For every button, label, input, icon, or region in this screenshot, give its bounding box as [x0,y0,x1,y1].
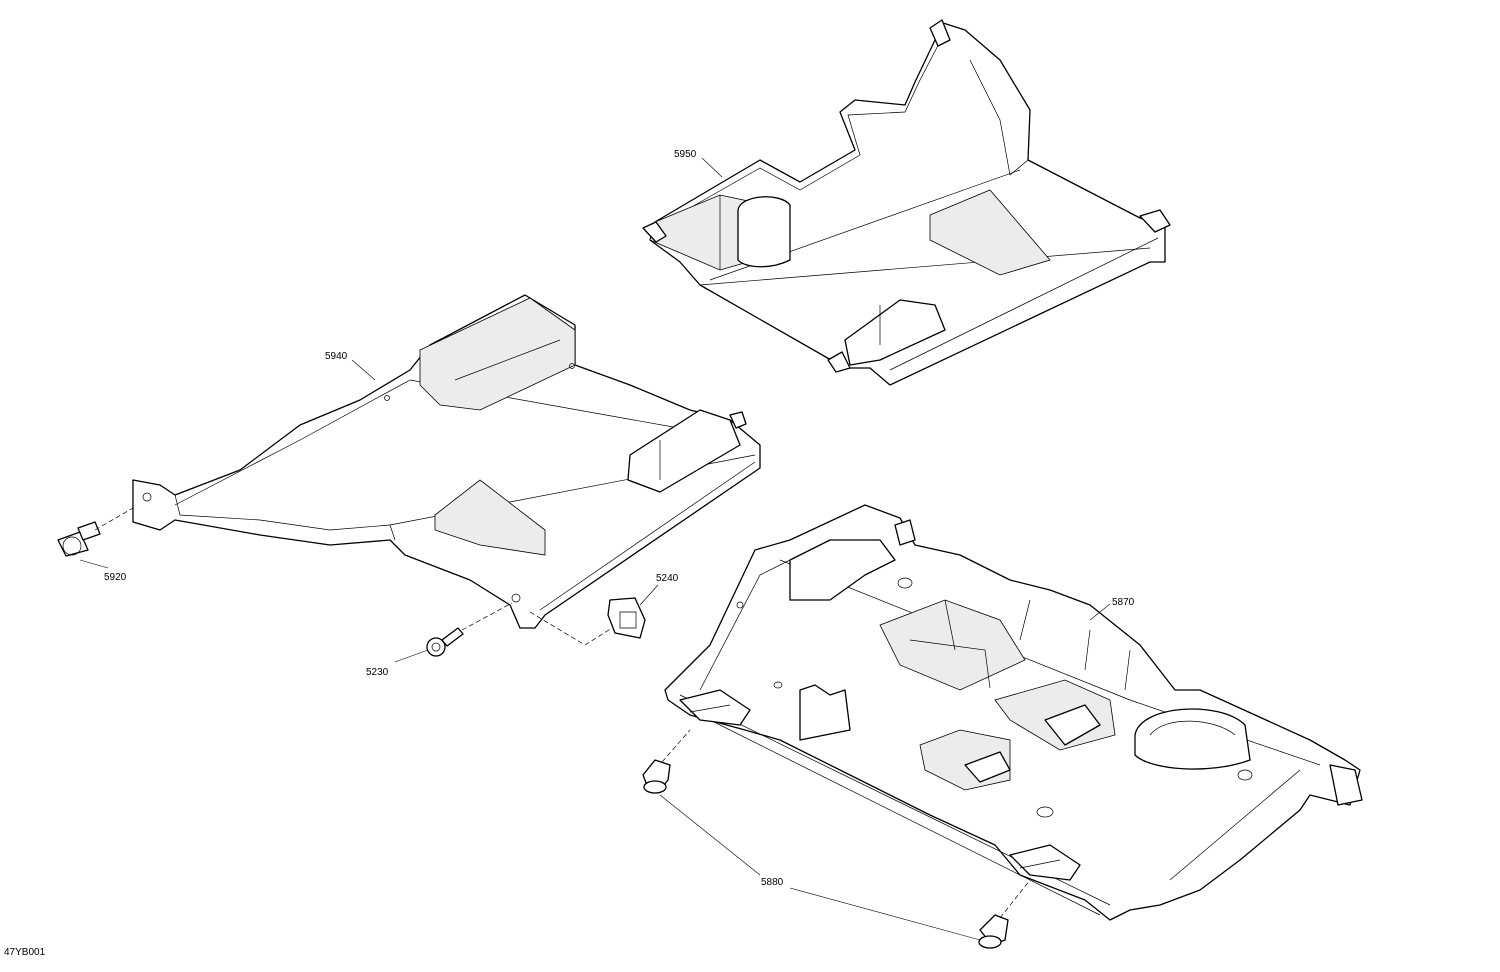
part-5950-panel[interactable] [642,19,1171,386]
leader-5880-upper [659,794,761,876]
clip-nut-5240[interactable] [607,597,646,639]
diagram-code: 47YB001 [4,947,46,958]
leader-5950 [701,157,723,178]
callout-5230: 5230 [366,667,389,678]
push-rivet-5920[interactable] [57,521,101,557]
callout-5950: 5950 [674,149,697,160]
push-rivet-5880-lower[interactable] [978,914,1009,949]
part-5940-panel[interactable] [132,294,761,629]
callout-5940: 5940 [325,351,348,362]
assembly-line-5880-lower [999,879,1031,919]
assembly-line-5230 [461,602,513,631]
part-5870-tray[interactable] [664,504,1363,921]
callout-5920: 5920 [104,572,127,583]
leader-5920 [79,559,109,569]
assembly-line-5240 [529,611,613,646]
push-rivet-5880-upper[interactable] [642,759,671,794]
leader-5940 [351,359,376,381]
leader-5880-lower [789,887,981,941]
callout-5240: 5240 [656,573,679,584]
leader-5240 [639,584,659,606]
callout-5870: 5870 [1112,597,1135,608]
assembly-line-5880-upper [661,729,691,763]
screw-5230[interactable] [426,627,464,657]
leader-5230 [394,649,429,663]
leader-5870 [1089,603,1111,621]
assembly-line-5920 [94,507,134,531]
callout-5880: 5880 [761,877,784,888]
